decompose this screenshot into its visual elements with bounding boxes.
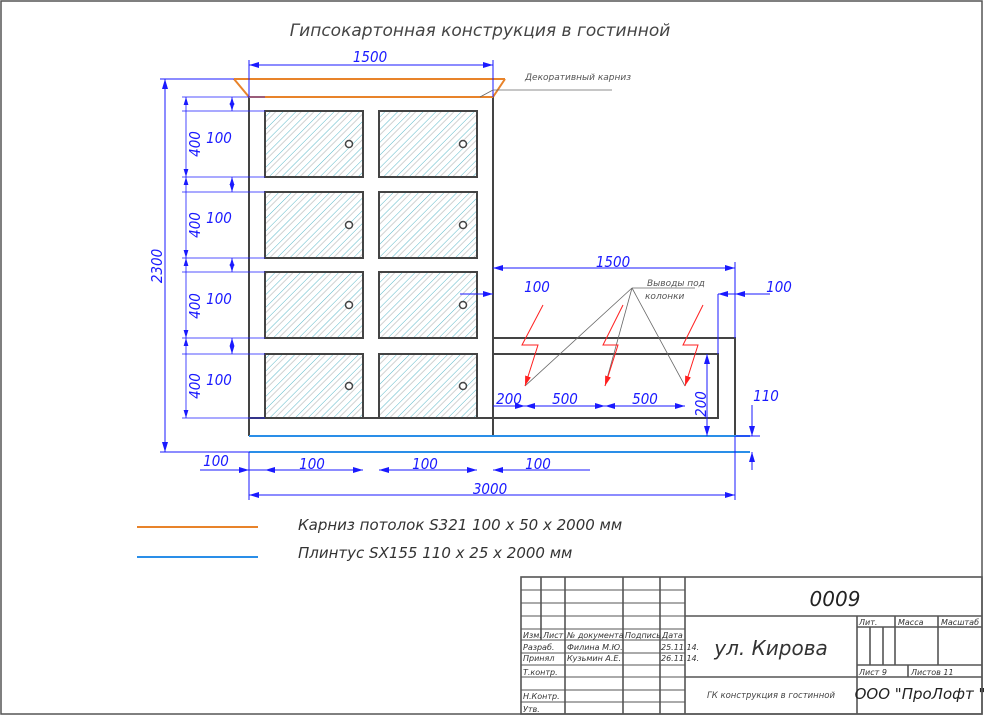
legend-plinth: Плинтус SX155 110 x 25 x 2000 мм	[298, 544, 572, 562]
sheet-number: Лист 9	[858, 668, 887, 677]
speaker-wire-icons	[521, 304, 704, 387]
panels	[264, 110, 478, 419]
speaker-hole-icon	[344, 300, 354, 310]
speaker-label-1: Выводы под	[647, 279, 705, 289]
dimension-lines	[160, 60, 770, 500]
dim-speaker-spacing: 500	[552, 390, 578, 408]
dim-lower-width: 1500	[596, 253, 630, 271]
dim-row-gap: 100	[206, 209, 232, 227]
speaker-hole-icon	[458, 300, 468, 310]
header-sign: Подпись	[625, 631, 661, 640]
doc-number: 0009	[810, 587, 861, 611]
drawing-title: Гипсокартонная конструкция в гостинной	[290, 21, 671, 41]
leader-lines	[479, 89, 695, 387]
mass-label: Масса	[898, 618, 924, 627]
drawing-name: ГК конструкция в гостинной	[707, 691, 836, 701]
dim-bottom-gap: 100	[525, 455, 551, 473]
cornice-label: Декоративный карниз	[524, 73, 631, 83]
dim-row-gap: 100	[206, 371, 232, 389]
dim-row-height: 400	[186, 212, 204, 238]
dim-row-height: 400	[186, 131, 204, 157]
header-date: Дата	[661, 631, 683, 640]
dimension-texts: 1500 2300 400 400 400 400 100 100 100 10…	[148, 48, 792, 498]
speaker-label-2: колонки	[645, 292, 685, 302]
scale-label: Масштаб	[941, 618, 979, 627]
role-ncontrol: Н.Контр.	[523, 692, 560, 701]
developer-name: Филина М.Ю.	[567, 643, 623, 652]
speaker-hole-icon	[458, 220, 468, 230]
dim-bottom-left: 100	[203, 452, 229, 470]
dim-total-height: 2300	[148, 249, 166, 283]
developer-date: 25.11.14.	[661, 643, 699, 652]
hatched-panel	[378, 191, 478, 259]
dim-bottom-gap: 100	[412, 455, 438, 473]
dim-row-gap: 100	[206, 290, 232, 308]
dim-plinth-height: 110	[753, 387, 779, 405]
role-tcontrol: Т.контр.	[523, 668, 558, 677]
role-approved: Утв.	[523, 705, 540, 714]
title-block: 0009 ул. Кирова ГК конструкция в гостинн…	[520, 576, 984, 715]
legend-cornice: Карниз потолок S321 100 x 50 x 2000 мм	[298, 516, 622, 534]
sheet-count: Листов 11	[910, 668, 954, 677]
dim-lower-left: 100	[524, 278, 550, 296]
dim-speaker-spacing: 500	[632, 390, 658, 408]
company-name: ООО "ПроЛофт "	[855, 685, 984, 703]
dim-lower-height: 200	[692, 391, 710, 417]
speaker-hole-icon	[344, 220, 354, 230]
lit-label: Лит.	[858, 618, 877, 627]
speaker-hole-icon	[344, 381, 354, 391]
header-doc: № документа	[566, 631, 624, 640]
header-change: Изм.	[523, 631, 542, 640]
row-dimension-lines	[182, 96, 265, 419]
object-name: ул. Кирова	[713, 636, 828, 660]
accepted-name: Кузьмин А.Е.	[567, 654, 621, 663]
role-developer: Разраб.	[523, 643, 554, 652]
dim-row-height: 400	[186, 373, 204, 399]
accepted-date: 26.11.14.	[661, 654, 699, 663]
dim-row-gap: 100	[206, 129, 232, 147]
plinth	[249, 435, 750, 453]
cornice	[233, 78, 506, 98]
speaker-hole-icon	[458, 139, 468, 149]
speaker-hole-icon	[458, 381, 468, 391]
speaker-hole-icon	[344, 139, 354, 149]
legend: Карниз потолок S321 100 x 50 x 2000 мм П…	[137, 516, 622, 562]
dim-total-width: 3000	[473, 480, 507, 498]
dim-row-height: 400	[186, 293, 204, 319]
dim-lower-right: 100	[766, 278, 792, 296]
dim-bottom-gap: 100	[299, 455, 325, 473]
header-sheet: Лист	[542, 631, 564, 640]
role-accepted: Принял	[523, 654, 554, 663]
dim-speaker-spacing: 200	[496, 390, 522, 408]
dim-top-width: 1500	[353, 48, 387, 66]
